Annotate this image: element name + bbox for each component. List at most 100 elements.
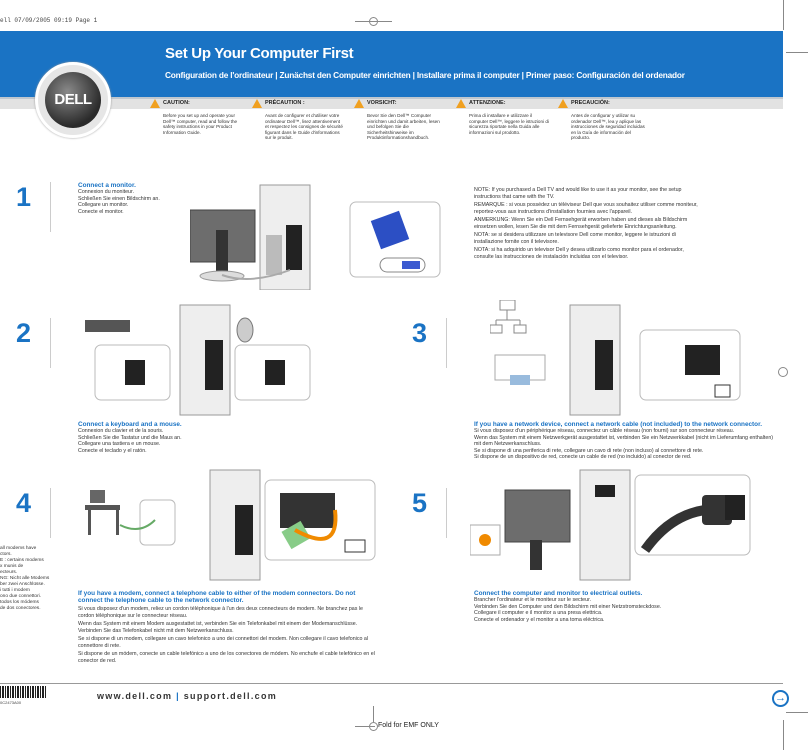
footer-urls: www.dell.com | support.dell.com: [97, 691, 277, 701]
step-5-text: Connect the computer and monitor to elec…: [474, 590, 774, 623]
caution-text: Before you set up and operate your Dell™…: [163, 113, 238, 135]
step-line: Collegare un monitor.: [78, 202, 129, 209]
caution-label: PRECAUCIÓN:: [571, 100, 610, 106]
step-line: Wenn das System mit einem Modem ausgesta…: [78, 621, 358, 634]
caution-text: Antes de configurar y utilizar su ordena…: [571, 113, 645, 141]
step-line: Collegare il computer e il monitor a una…: [474, 610, 603, 617]
step-line: Si dispone de un dispositivo de red, con…: [474, 454, 692, 461]
note-line: NOTA: si ha adquirido un televisor Dell …: [474, 247, 684, 260]
crop-mark: [786, 712, 808, 713]
tv-note: NOTE: If you purchased a Dell TV and wou…: [474, 185, 704, 260]
step-line: Schließen Sie einen Bildschirm an.: [78, 195, 160, 202]
note-line: ecteurs.: [0, 570, 18, 575]
registration-mark-icon: [778, 367, 788, 377]
caution-bar: [0, 97, 783, 109]
note-line: ber zwei Anschlüsse.: [0, 582, 45, 587]
caution-es: PRECAUCIÓN: Antes de configurar y utiliza…: [558, 98, 658, 141]
crop-mark: [786, 52, 808, 53]
caution-label: CAUTION:: [163, 100, 190, 106]
step-line: Brancher l'ordinateur et le moniteur sur…: [474, 597, 592, 604]
caution-label: ATTENZIONE:: [469, 100, 506, 106]
step-line: Si dispone de un módem, conecte un cable…: [78, 651, 375, 664]
step-line: Schließen Sie die Tastatur und die Maus …: [78, 434, 182, 441]
step-line: Si vous disposez d'un périphérique résea…: [474, 428, 735, 435]
step-line: Verbinden Sie den Computer und den Bilds…: [474, 603, 662, 610]
step-line: Conecte el monitor.: [78, 208, 124, 215]
warning-triangle-icon: [558, 98, 568, 108]
caution-text: Avant de configurer et d'utiliser votre …: [265, 113, 343, 141]
step-heading: If you have a network device, connect a …: [474, 421, 762, 428]
power-illustration: [470, 469, 751, 581]
step-1-text: Connect a monitor. Connexion du moniteur…: [78, 182, 218, 215]
step-3-text: If you have a network device, connect a …: [474, 421, 774, 461]
warning-triangle-icon: [456, 98, 466, 108]
note-line: ono due connettori.: [0, 594, 42, 599]
note-line: ctors.: [0, 552, 12, 557]
arrow-right-circle-icon[interactable]: →: [772, 690, 789, 707]
note-line: x munis de: [0, 564, 24, 569]
fold-label: Fold for EMF ONLY: [378, 722, 439, 729]
warning-triangle-icon: [354, 98, 364, 108]
step-heading: If you have a modem, connect a telephone…: [78, 590, 356, 605]
warning-triangle-icon: [150, 98, 160, 108]
url-separator: |: [176, 691, 180, 701]
step-4-text: If you have a modem, connect a telephone…: [78, 590, 378, 664]
caution-label: VORSICHT:: [367, 100, 397, 106]
caution-fr: PRÉCAUTION : Avant de configurer et d'uti…: [252, 98, 352, 141]
note-line: i tutti i modem: [0, 588, 30, 593]
dell-logo-text: DELL: [45, 72, 101, 128]
note-line: all modems have: [0, 546, 37, 551]
divider: [50, 488, 51, 538]
crop-mark: [783, 720, 784, 750]
caution-de: VORSICHT: Bevor Sie den Dell™ Computer ei…: [354, 98, 454, 141]
page-title: Set Up Your Computer First: [165, 45, 354, 62]
caution-text: Prima di installare e utilizzare il comp…: [469, 113, 549, 135]
note-line: ANMERKUNG: Wenn Sie ein Dell Fernsehgerä…: [474, 217, 688, 230]
step-line: Se si dispone di un modem, collegare un …: [78, 636, 369, 649]
header-banner: [0, 31, 783, 97]
note-line: E : certains modems: [0, 558, 44, 563]
support-url-link[interactable]: support.dell.com: [183, 691, 278, 701]
caution-it: ATTENZIONE: Prima di installare e utilizz…: [456, 98, 556, 135]
step-2-text: Connect a keyboard and a mouse. Connexio…: [78, 421, 278, 454]
divider: [50, 182, 51, 232]
step-line: Conecte el teclado y el ratón.: [78, 447, 147, 454]
crop-mark: [355, 21, 392, 22]
crop-mark: [355, 726, 375, 727]
note-line: NG: Nicht alle Modems: [0, 576, 50, 581]
step-heading: Connect the computer and monitor to elec…: [474, 590, 643, 597]
step-line: Connexion du clavier et de la souris.: [78, 428, 164, 435]
caution-text: Bevor Sie den Dell™ Computer einrichten …: [367, 113, 440, 141]
divider: [50, 318, 51, 368]
note-line: NOTE: If you purchased a Dell TV and wou…: [474, 187, 682, 200]
caution-en: CAUTION: Before you set up and operate yo…: [150, 98, 250, 135]
modem-illustration: [85, 469, 376, 581]
step-number: 5: [412, 488, 428, 518]
step-number: 4: [16, 488, 32, 518]
note-line: de dos conectores.: [0, 606, 41, 611]
monitor-connection-illustration: [190, 184, 441, 290]
step-line: Connexion du moniteur.: [78, 189, 134, 196]
caution-label: PRÉCAUTION :: [265, 100, 305, 106]
crop-mark: [373, 706, 374, 722]
step-line: Wenn das System mit einem Netzwerkgerät …: [474, 434, 774, 448]
step-heading: Connect a monitor.: [78, 182, 136, 189]
dell-url-link[interactable]: www.dell.com: [97, 691, 173, 701]
warning-triangle-icon: [252, 98, 262, 108]
page-subtitle: Configuration de l'ordinateur | Zunächst…: [165, 70, 685, 80]
note-line: REMARQUE : si vous possédez un téléviseu…: [474, 202, 698, 215]
step-number: 2: [16, 318, 32, 348]
network-illustration: [490, 300, 741, 416]
keyboard-mouse-illustration: [85, 304, 311, 416]
divider: [446, 318, 447, 368]
note-line: NOTA: se si desidera utilizzare un telev…: [474, 232, 676, 245]
barcode: [0, 686, 46, 698]
dell-logo: DELL: [35, 62, 111, 138]
step-heading: Connect a keyboard and a mouse.: [78, 421, 182, 428]
footer-rule: [0, 683, 783, 684]
step-line: Collegare una tastiera e un mouse.: [78, 441, 161, 448]
step-line: Si vous disposez d'un modem, reliez un c…: [78, 606, 363, 619]
note-line: todos los módems: [0, 600, 39, 605]
barcode-text: 0C2473A00: [0, 700, 22, 705]
